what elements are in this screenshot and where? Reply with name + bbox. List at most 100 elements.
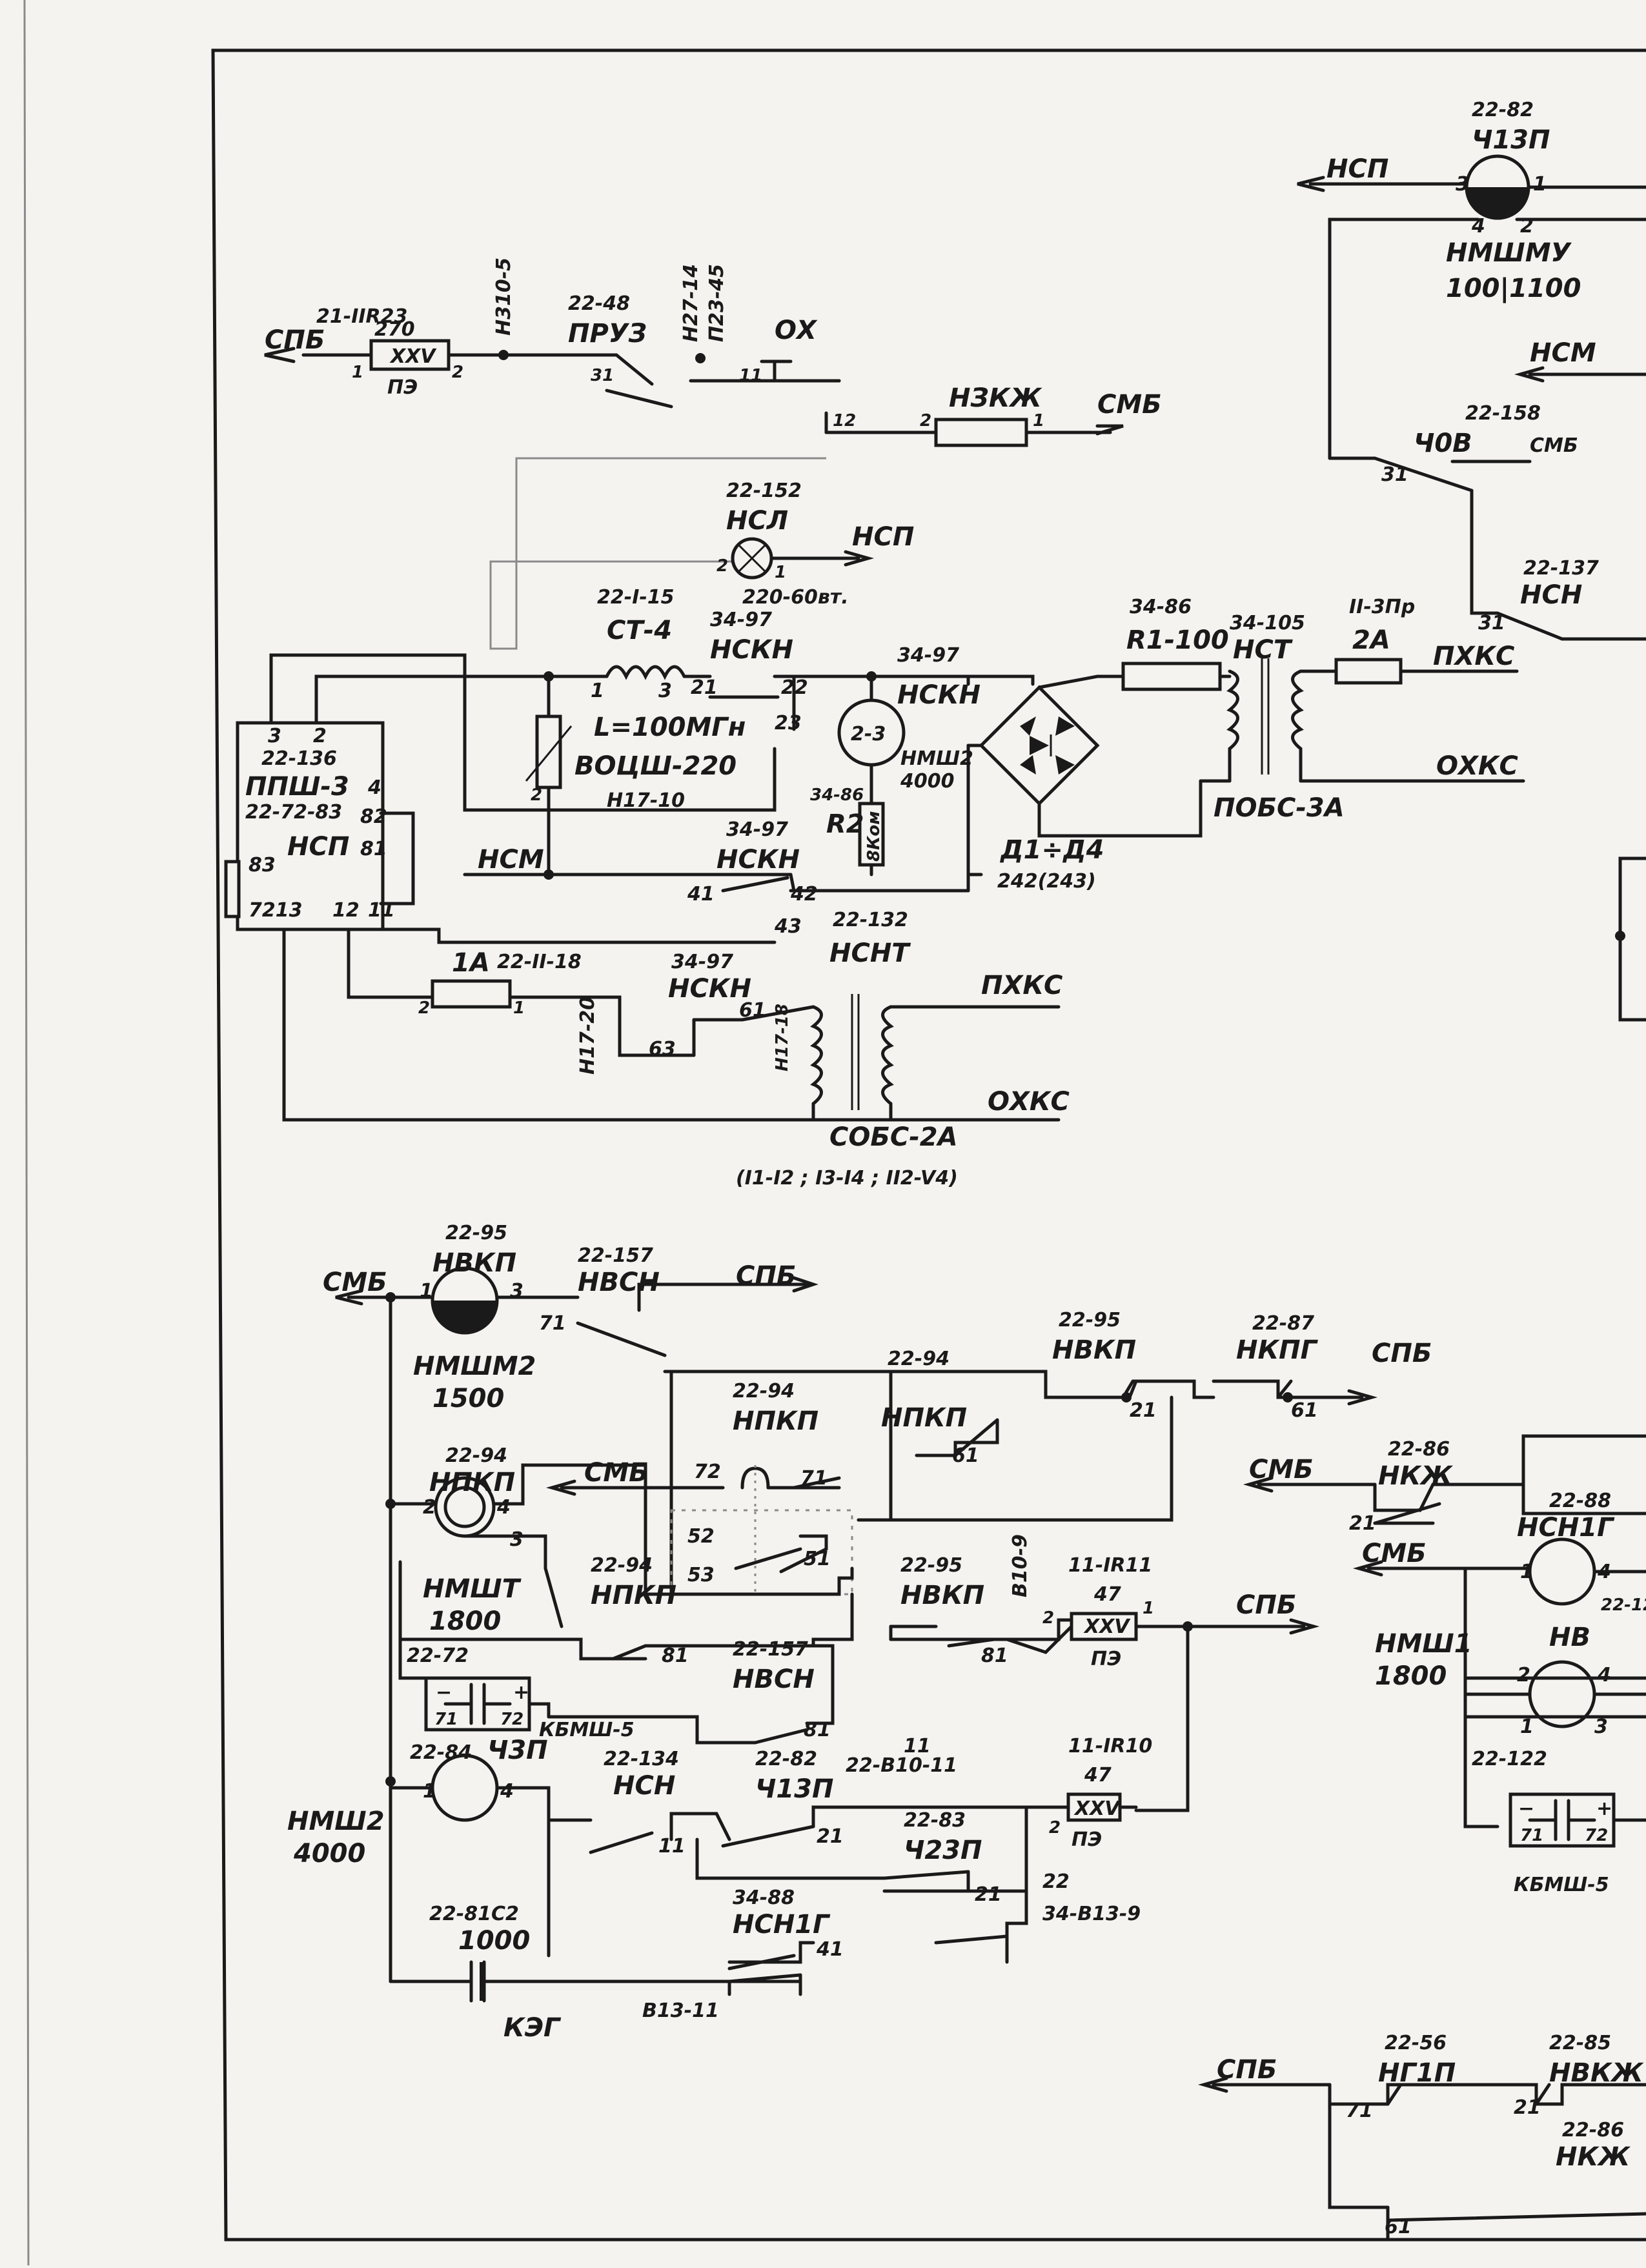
svg-text:21: 21 bbox=[817, 1825, 844, 1848]
r137-label: НСН bbox=[1520, 580, 1582, 610]
smb-label-nsn1g: СМБ bbox=[1362, 1539, 1427, 1568]
nsn1g-label: НСН1Г bbox=[733, 1910, 831, 1939]
r137-id-label: 22-137 bbox=[1523, 557, 1599, 580]
nsl-lamp-circuit: 22-152 НСЛ НСП 220-60вт. 2 1 bbox=[489, 457, 914, 650]
nskn-id-label-1: 34-97 bbox=[710, 609, 772, 631]
svg-text:12: 12 bbox=[833, 411, 856, 430]
svg-text:11: 11 bbox=[904, 1735, 931, 1757]
nsl-id-label: 22-152 bbox=[726, 480, 802, 502]
svg-text:2: 2 bbox=[313, 725, 327, 747]
nskn-label-1: НСКН bbox=[710, 635, 793, 665]
svg-text:21: 21 bbox=[975, 1883, 1002, 1906]
ch3p-relay bbox=[431, 1754, 499, 1822]
svg-text:81: 81 bbox=[360, 838, 387, 860]
kbmsh-label: КБМШ-5 bbox=[539, 1719, 635, 1741]
r158-label: Ч0В bbox=[1414, 429, 1472, 458]
fuse1a-label: 1А bbox=[452, 948, 490, 978]
b13-9-label: 34-В13-9 bbox=[1042, 1903, 1141, 1925]
svg-text:2: 2 bbox=[423, 1496, 436, 1519]
nskn-contact-bottom bbox=[721, 876, 789, 893]
r11-marking: XXV bbox=[1083, 1615, 1131, 1638]
resistor-value-label: 270 bbox=[374, 318, 415, 341]
nsn-contact-11 bbox=[589, 1831, 654, 1854]
svg-text:21: 21 bbox=[1130, 1399, 1157, 1422]
svg-text:22: 22 bbox=[781, 676, 808, 699]
r10-value-label: 47 bbox=[1084, 1764, 1112, 1787]
b10-11-label: 22-В10-11 bbox=[846, 1754, 957, 1777]
nvkp-label-2: НВКП bbox=[1052, 1335, 1136, 1365]
r56-id-label: 22-56 bbox=[1385, 2032, 1447, 2054]
nsn-label-134: НСН bbox=[613, 1771, 675, 1801]
voсsh-varistor bbox=[535, 714, 562, 789]
n17-18-label: Н17-18 bbox=[773, 1004, 792, 1071]
top-feed-circuit: XXV 21-IIR23 270 ПЭ СПБ 1 2 Н310-5 22-48… bbox=[264, 258, 1162, 447]
nsn1g-relay-right bbox=[1528, 1537, 1596, 1606]
nsnt-secondary-winding bbox=[810, 1005, 823, 1106]
nsm-label-1: НСМ bbox=[478, 845, 544, 875]
kbmsh-b-label: КБМШ-5 bbox=[1514, 1874, 1609, 1896]
svg-text:4: 4 bbox=[1597, 1561, 1611, 1583]
nvkp-id-label-3: 22-95 bbox=[900, 1554, 962, 1577]
svg-text:71: 71 bbox=[800, 1467, 828, 1490]
st4-label: СТ-4 bbox=[607, 616, 672, 645]
nmshmu-top-label: Ч13П bbox=[1472, 125, 1550, 155]
fuse1a-id-label: 22-II-18 bbox=[497, 951, 582, 973]
r2-id-label: 34-86 bbox=[810, 785, 864, 805]
diode-type-label: 242(243) bbox=[997, 870, 1096, 893]
h17-10-label: Н17-10 bbox=[607, 789, 685, 812]
r82-label: Ч13П bbox=[755, 1774, 833, 1804]
nskn-id-label-2: 34-97 bbox=[897, 644, 959, 667]
svg-text:1: 1 bbox=[423, 1780, 436, 1803]
svg-text:3: 3 bbox=[1594, 1716, 1608, 1738]
r82-id-label: 22-82 bbox=[755, 1748, 817, 1770]
nmshm2-resistance-label: 1500 bbox=[432, 1384, 504, 1413]
n17-20-label: Н17-20 bbox=[576, 997, 599, 1075]
svg-text:61: 61 bbox=[952, 1444, 979, 1467]
nvsn-id-label: 22-157 bbox=[578, 1244, 653, 1267]
nsn1g-b-label: НСН1Г bbox=[1517, 1513, 1615, 1543]
nvsn-label: НВСН bbox=[578, 1268, 660, 1297]
left-page-edge bbox=[23, 0, 30, 2266]
pruz-id-label: 22-48 bbox=[568, 292, 630, 315]
capacitor-plus: + bbox=[513, 1681, 529, 1704]
svg-text:42: 42 bbox=[790, 883, 818, 906]
svg-text:12: 12 bbox=[332, 899, 360, 922]
capacitor-right-plus: + bbox=[1596, 1797, 1612, 1820]
svg-text:2: 2 bbox=[531, 785, 542, 805]
nkpg-label: НКПГ bbox=[1236, 1335, 1319, 1365]
keg-label: КЭГ bbox=[503, 2013, 562, 2043]
relay23-label: 2-3 bbox=[851, 723, 886, 745]
capacitor-minus: − bbox=[436, 1681, 452, 1704]
smb-label-nvkp: СМБ bbox=[323, 1268, 387, 1297]
r134-id-label: 22-134 bbox=[604, 1748, 679, 1770]
ppsh-id2-label: 22-72-83 bbox=[245, 801, 342, 824]
r85-id-label: 22-85 bbox=[1549, 2032, 1611, 2054]
svg-text:72: 72 bbox=[500, 1710, 523, 1729]
capacitor-kbmsh-5 bbox=[424, 1676, 531, 1732]
c122-id-label: 22-122 bbox=[1472, 1748, 1547, 1770]
st4-id-label: 22-I-15 bbox=[597, 586, 675, 609]
svg-text:63: 63 bbox=[649, 1038, 676, 1060]
pruz-label: ПРУЗ bbox=[568, 319, 647, 349]
svg-text:81: 81 bbox=[662, 1645, 689, 1667]
npkp-label-1: НПКП bbox=[733, 1406, 818, 1436]
oxks-label-1: ОХКС bbox=[1436, 751, 1518, 781]
svg-text:1: 1 bbox=[1533, 173, 1547, 196]
resistor-r1-100 bbox=[1121, 662, 1222, 691]
svg-text:2: 2 bbox=[716, 556, 728, 576]
nvkp-label: НВКП bbox=[432, 1248, 516, 1278]
ppsh-label: ППШ-3 bbox=[245, 772, 349, 802]
svg-text:81: 81 bbox=[981, 1645, 1008, 1667]
nskn-label-2: НСКН bbox=[897, 680, 980, 710]
nst-transformer-primary bbox=[1291, 669, 1304, 751]
pxks-label-1: ПХКС bbox=[1433, 642, 1514, 671]
ox-label: ОХ bbox=[775, 316, 818, 345]
r22-94-label-4: 22-94 bbox=[591, 1554, 653, 1577]
svg-text:61: 61 bbox=[1291, 1399, 1318, 1422]
nvsn-id-label-2: 22-157 bbox=[733, 1638, 808, 1661]
r88-id-label: 34-88 bbox=[733, 1887, 795, 1909]
n3kzh-label: НЗКЖ bbox=[949, 383, 1042, 413]
vocsh-label: ВОЦШ-220 bbox=[574, 751, 737, 781]
nkzh-label: НКЖ bbox=[1378, 1461, 1453, 1491]
npkp-polar-contact bbox=[740, 1466, 770, 1490]
